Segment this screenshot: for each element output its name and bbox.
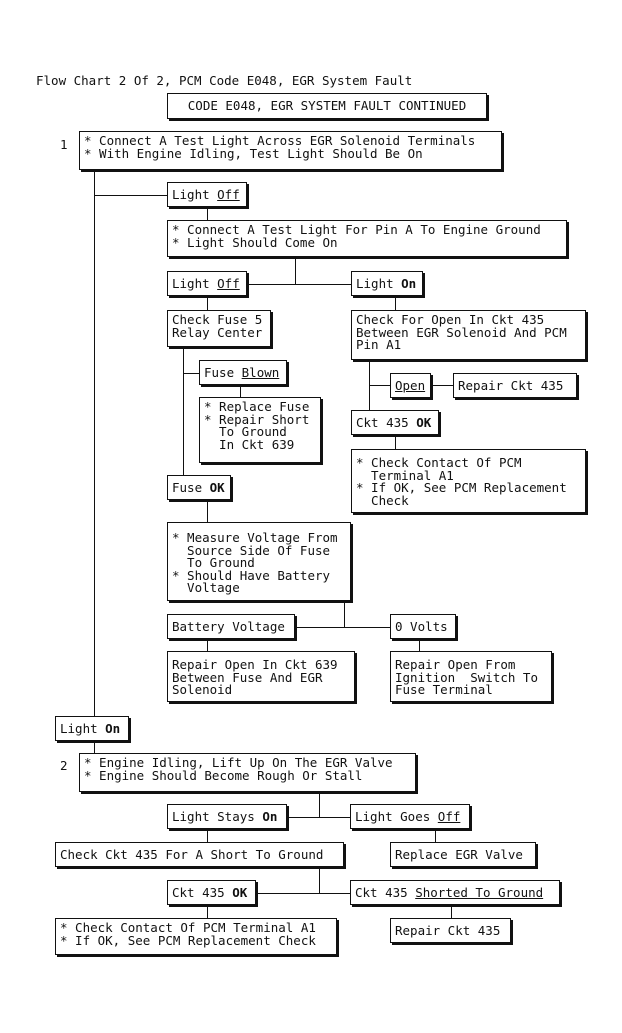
connector	[207, 500, 208, 522]
fuse-ok-box: Fuse OK	[167, 475, 231, 500]
connector	[344, 601, 345, 627]
connector	[451, 905, 452, 918]
connector	[395, 296, 396, 310]
step-number: 2	[60, 758, 68, 773]
connect-pin-a-box: * Connect A Test Light For Pin A To Engi…	[167, 220, 567, 257]
open-box: Open	[390, 373, 431, 398]
connector	[207, 639, 208, 651]
connector	[431, 385, 453, 386]
connector	[207, 296, 208, 310]
step-1-box: * Connect A Test Light Across EGR Soleno…	[79, 131, 502, 170]
connector	[295, 256, 296, 285]
check-fuse-box: Check Fuse 5 Relay Center	[167, 310, 271, 347]
replace-fuse-box: * Replace Fuse * Repair Short To Ground …	[199, 397, 321, 463]
connector	[395, 435, 396, 449]
battery-voltage-box: Battery Voltage	[167, 614, 295, 639]
check-open-435-box: Check For Open In Ckt 435 Between EGR So…	[351, 310, 586, 360]
connector	[94, 169, 95, 716]
light-off-box: Light Off	[167, 182, 247, 207]
connector	[207, 905, 208, 918]
ckt-435-ok-box: Ckt 435 OK	[351, 410, 439, 435]
connector	[183, 373, 199, 374]
connector	[94, 741, 95, 753]
light-stays-on-box: Light Stays On	[167, 804, 287, 829]
connector	[94, 195, 167, 196]
repair-open-639-box: Repair Open In Ckt 639 Between Fuse And …	[167, 651, 355, 702]
zero-volts-box: 0 Volts	[390, 614, 456, 639]
connector	[207, 829, 208, 842]
check-contact-box: * Check Contact Of PCM Terminal A1 * If …	[55, 918, 337, 955]
connector	[287, 817, 350, 818]
connector	[369, 385, 390, 386]
replace-egr-valve-box: Replace EGR Valve	[390, 842, 536, 867]
banner-box: CODE E048, EGR SYSTEM FAULT CONTINUED	[167, 93, 487, 119]
measure-voltage-box: * Measure Voltage From Source Side Of Fu…	[167, 522, 351, 601]
step-2-box: * Engine Idling, Lift Up On The EGR Valv…	[79, 753, 416, 792]
ckt-435-ok-box: Ckt 435 OK	[167, 880, 256, 905]
connector	[319, 867, 320, 893]
connector	[419, 639, 420, 651]
step-number: 1	[60, 137, 68, 152]
connector	[207, 207, 208, 220]
check-short-box: Check Ckt 435 For A Short To Ground	[55, 842, 344, 867]
repair-open-ignition-box: Repair Open From Ignition Switch To Fuse…	[390, 651, 552, 702]
repair-ckt-435-box: Repair Ckt 435	[390, 918, 511, 943]
fuse-blown-box: Fuse Blown	[199, 360, 287, 385]
light-goes-off-box: Light Goes Off	[350, 804, 470, 829]
connector	[183, 347, 184, 475]
connector	[256, 893, 350, 894]
repair-ckt-435-box: Repair Ckt 435	[453, 373, 577, 398]
connector	[435, 829, 436, 842]
check-contact-box: * Check Contact Of PCM Terminal A1 * If …	[351, 449, 586, 513]
connector	[295, 627, 390, 628]
chart-title: Flow Chart 2 Of 2, PCM Code E048, EGR Sy…	[36, 73, 413, 88]
connector	[319, 792, 320, 817]
light-off-box: Light Off	[167, 271, 247, 296]
ckt-435-shorted-box: Ckt 435 Shorted To Ground	[350, 880, 560, 905]
light-on-box: Light On	[55, 716, 129, 741]
connector	[246, 284, 351, 285]
light-on-box: Light On	[351, 271, 423, 296]
connector	[240, 384, 241, 397]
